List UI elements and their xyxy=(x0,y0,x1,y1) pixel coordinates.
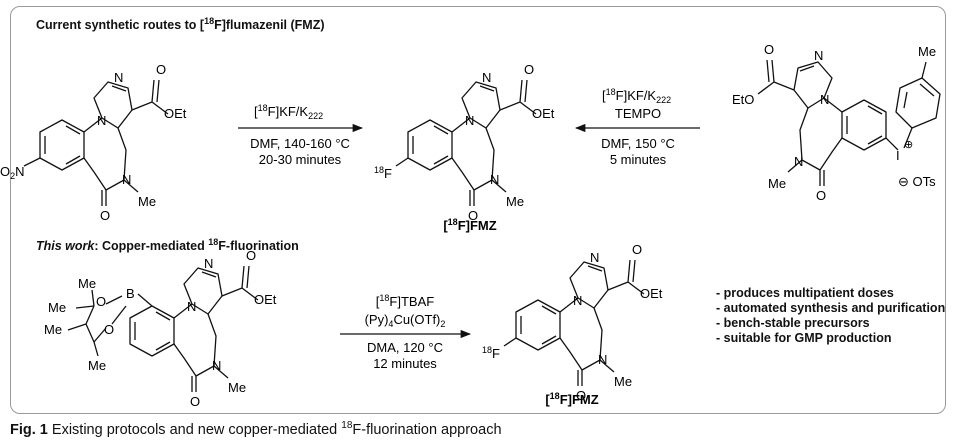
fmz-product-bottom: N N O OEt N O Me 18F xyxy=(482,242,663,403)
condition-solvent-temp: DMF, 150 °C xyxy=(601,136,675,151)
boronate-precursor: N N O OEt N O Me B O O Me Me Me Me xyxy=(44,248,277,409)
atom-b: B xyxy=(126,286,135,301)
atom-n: N xyxy=(114,70,123,85)
atom-o: O xyxy=(104,322,114,337)
iodonium-precursor: N N O EtO N O Me I ⊕ ⊖ OTs Me xyxy=(732,42,941,203)
reaction-2-conditions: [18F]KF/K222 TEMPO DMF, 150 °C 5 minutes xyxy=(601,87,675,167)
list-item: - automated synthesis and purification xyxy=(716,301,946,315)
list-item: - suitable for GMP production xyxy=(716,331,892,345)
atom-n: N xyxy=(204,256,213,271)
scheme-panel xyxy=(10,6,946,414)
atom-n: N xyxy=(212,358,221,373)
atom-o: O xyxy=(816,188,826,203)
reagent-kf: [18F]KF/K222 xyxy=(602,87,671,105)
atom-o: O xyxy=(764,42,774,57)
atom-eto: EtO xyxy=(732,92,754,107)
section-title-current-routes: Current synthetic routes to [18F]flumaze… xyxy=(36,16,325,33)
product-label-top: [18F]FMZ xyxy=(443,217,496,233)
atom-o: O xyxy=(96,294,106,309)
atom-18f: 18F xyxy=(482,345,500,361)
product-label-bottom: [18F]FMZ xyxy=(545,391,598,407)
fmz-product-top: N N O OEt N O Me 18F xyxy=(374,62,555,223)
atom-n: N xyxy=(187,299,196,314)
atom-me: Me xyxy=(614,374,632,389)
atom-me: Me xyxy=(78,276,96,291)
positive-charge-icon: ⊕ xyxy=(904,139,913,151)
atom-oet: OEt xyxy=(532,106,555,121)
atom-o: O xyxy=(576,388,586,403)
atom-n: N xyxy=(590,250,599,265)
atom-me: Me xyxy=(88,358,106,373)
atom-o: O xyxy=(468,208,478,223)
atom-iodine: I xyxy=(896,148,900,163)
atom-n: N xyxy=(794,154,803,169)
section-title-this-work: This work: Copper-mediated 18F-fluorinat… xyxy=(36,237,299,254)
tosylate-counterion: ⊖ OTs xyxy=(898,174,936,189)
atom-n: N xyxy=(482,70,491,85)
atom-me: Me xyxy=(918,44,936,59)
figure-caption: Fig. 1 Existing protocols and new copper… xyxy=(10,420,502,438)
nitro-precursor: N N O OEt N O Me O2N xyxy=(0,62,187,223)
reagent-kf: [18F]KF/K222 xyxy=(254,103,323,121)
atom-me: Me xyxy=(768,176,786,191)
advantages-list: - produces multipatient doses - automate… xyxy=(716,286,945,346)
condition-solvent-temp: DMA, 120 °C xyxy=(367,340,443,355)
figure-label: Fig. 1 xyxy=(10,421,48,438)
atom-me: Me xyxy=(44,322,62,337)
atom-n: N xyxy=(820,92,829,107)
condition-time: 5 minutes xyxy=(610,152,667,167)
condition-time: 12 minutes xyxy=(373,356,437,371)
atom-n: N xyxy=(573,293,582,308)
list-item: - produces multipatient doses xyxy=(716,286,894,300)
atom-o: O xyxy=(156,62,166,77)
atom-o: O xyxy=(190,394,200,409)
atom-me: Me xyxy=(228,380,246,395)
reagent-tempo: TEMPO xyxy=(615,106,661,121)
condition-solvent-temp: DMF, 140-160 °C xyxy=(250,136,350,151)
atom-n: N xyxy=(122,172,131,187)
atom-o: O xyxy=(246,248,256,263)
atom-oet: OEt xyxy=(640,286,663,301)
reagent-tbaf: [18F]TBAF xyxy=(376,293,434,309)
atom-o: O xyxy=(632,242,642,257)
reaction-1-conditions: [18F]KF/K222 DMF, 140-160 °C 20-30 minut… xyxy=(250,103,350,167)
atom-n: N xyxy=(598,352,607,367)
atom-me: Me xyxy=(48,300,66,315)
list-item: - bench-stable precursors xyxy=(716,316,870,330)
atom-n: N xyxy=(465,113,474,128)
copper-catalyst: (Py)4Cu(OTf)2 xyxy=(365,312,446,329)
condition-time: 20-30 minutes xyxy=(259,152,342,167)
reaction-3-conditions: [18F]TBAF (Py)4Cu(OTf)2 DMA, 120 °C 12 m… xyxy=(365,293,446,371)
atom-me: Me xyxy=(506,194,524,209)
atom-n: N xyxy=(490,172,499,187)
atom-oet: OEt xyxy=(254,292,277,307)
atom-o2n: O2N xyxy=(0,164,25,181)
atom-me: Me xyxy=(138,194,156,209)
atom-oet: OEt xyxy=(164,106,187,121)
atom-o: O xyxy=(100,208,110,223)
atom-o: O xyxy=(524,62,534,77)
atom-18f: 18F xyxy=(374,165,392,181)
atom-n: N xyxy=(97,113,106,128)
atom-n: N xyxy=(814,48,823,63)
